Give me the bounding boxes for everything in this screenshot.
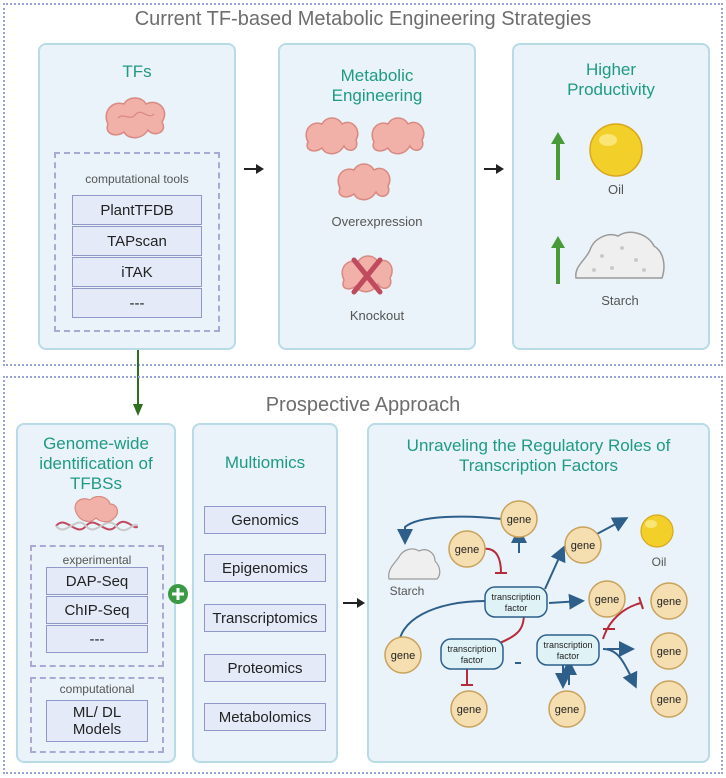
genome-title-line1: Genome-wide bbox=[43, 434, 149, 453]
omic-transcriptomics: Transcriptomics bbox=[204, 604, 326, 632]
top-section bbox=[3, 3, 723, 366]
omic-metabolomics: Metabolomics bbox=[204, 703, 326, 731]
gene-node bbox=[448, 530, 486, 568]
tf-node bbox=[440, 638, 504, 670]
gene-node bbox=[384, 636, 422, 674]
regulatory-network: gene gene gene gene gene gene gene gene … bbox=[384, 500, 688, 728]
gene-node bbox=[450, 690, 488, 728]
gene-node bbox=[564, 526, 602, 564]
arrow-tfs-to-metabolic bbox=[244, 164, 264, 174]
oil-label: Oil bbox=[608, 182, 624, 197]
overexpression-proteins-icon bbox=[305, 117, 425, 201]
tf-label-line1: transcription bbox=[491, 592, 540, 602]
gene-node bbox=[588, 580, 626, 618]
gene-label: gene bbox=[571, 540, 595, 552]
starch-label: Starch bbox=[601, 293, 639, 308]
experimental-label: experimental bbox=[62, 553, 132, 567]
tf-node bbox=[484, 586, 548, 618]
gene-node bbox=[650, 680, 688, 718]
ml-dl-line1: ML/ DL bbox=[72, 704, 122, 721]
computational-tools-box bbox=[54, 152, 220, 332]
oil-node-label: Oil bbox=[652, 555, 667, 569]
gene-node bbox=[548, 690, 586, 728]
gene-label: gene bbox=[595, 594, 619, 606]
gene-label: gene bbox=[657, 694, 681, 706]
up-arrow-oil-icon bbox=[551, 132, 565, 180]
gene-node bbox=[650, 632, 688, 670]
starch-pile-icon bbox=[575, 231, 665, 279]
gene-label: gene bbox=[391, 650, 415, 662]
metabolic-title-line2: Engineering bbox=[331, 86, 423, 105]
omic-proteomics: Proteomics bbox=[204, 654, 326, 682]
omic-epigenomics: Epigenomics bbox=[204, 554, 326, 582]
tf-dna-binding-icon bbox=[55, 496, 138, 532]
arrow-metabolic-to-productivity bbox=[484, 164, 504, 174]
computational-tools-label: computational tools bbox=[85, 172, 189, 186]
productivity-title-line1: Higher bbox=[585, 60, 637, 79]
starch-pile-small-icon bbox=[388, 548, 441, 580]
gene-label: gene bbox=[657, 646, 681, 658]
ml-dl-models: ML/ DL Models bbox=[46, 700, 148, 742]
oil-droplet-small-icon bbox=[640, 514, 674, 548]
gene-label: gene bbox=[457, 704, 481, 716]
omic-genomics: Genomics bbox=[204, 506, 326, 534]
tf-label-line2: factor bbox=[505, 603, 528, 613]
tool-more: --- bbox=[72, 288, 202, 318]
tf-protein-icon bbox=[105, 97, 166, 139]
oil-droplet-icon bbox=[589, 123, 643, 177]
gene-nodes bbox=[384, 500, 688, 728]
tf-label-line1: transcription bbox=[447, 644, 496, 654]
genome-title-line3: TFBSs bbox=[70, 474, 122, 493]
gene-node bbox=[650, 582, 688, 620]
computational-label: computational bbox=[59, 682, 135, 696]
tf-label-line1: transcription bbox=[543, 640, 592, 650]
metabolic-panel bbox=[278, 43, 476, 350]
arrow-tfs-down-green bbox=[133, 350, 143, 416]
multiomics-title: Multiomics bbox=[224, 453, 306, 472]
top-section-title: Current TF-based Metabolic Engineering S… bbox=[134, 8, 592, 30]
productivity-panel bbox=[512, 43, 710, 350]
tool-planttfdb: PlantTFDB bbox=[72, 195, 202, 225]
knockout-label: Knockout bbox=[349, 308, 405, 323]
experimental-box bbox=[30, 545, 164, 667]
knockout-protein-icon bbox=[341, 255, 393, 295]
tf-label-line2: factor bbox=[461, 655, 484, 665]
exp-more: --- bbox=[46, 625, 148, 653]
activation-edges bbox=[397, 515, 638, 689]
gene-label: gene bbox=[455, 544, 479, 556]
ml-dl-line2: Models bbox=[72, 721, 122, 738]
tfs-title: TFs bbox=[122, 62, 152, 81]
tf-label-line2: factor bbox=[557, 651, 580, 661]
tf-nodes bbox=[440, 586, 600, 670]
tf-node bbox=[536, 634, 600, 666]
bottom-section bbox=[3, 376, 723, 774]
tool-tapscan: TAPscan bbox=[72, 226, 202, 256]
plus-icon bbox=[168, 584, 188, 604]
overexpression-label: Overexpression bbox=[331, 214, 423, 229]
tool-itak: iTAK bbox=[72, 257, 202, 287]
regulatory-title-line1: Unraveling the Regulatory Roles of bbox=[406, 436, 671, 455]
bottom-section-title: Prospective Approach bbox=[265, 394, 461, 416]
exp-chip-seq: ChIP-Seq bbox=[46, 596, 148, 624]
productivity-title-line2: Productivity bbox=[567, 80, 655, 99]
metabolic-title-line1: Metabolic bbox=[340, 66, 414, 85]
computational-box bbox=[30, 677, 164, 753]
up-arrow-starch-icon bbox=[551, 236, 565, 284]
gene-label: gene bbox=[657, 596, 681, 608]
exp-dap-seq: DAP-Seq bbox=[46, 567, 148, 595]
gene-node bbox=[500, 500, 538, 538]
arrow-multiomics-to-regulatory bbox=[343, 598, 365, 608]
gene-label: gene bbox=[507, 514, 531, 526]
genome-title-line2: identification of bbox=[39, 454, 153, 473]
gene-label: gene bbox=[555, 704, 579, 716]
regulatory-title-line2: Transcription Factors bbox=[458, 456, 619, 475]
starch-node-label: Starch bbox=[390, 584, 425, 598]
